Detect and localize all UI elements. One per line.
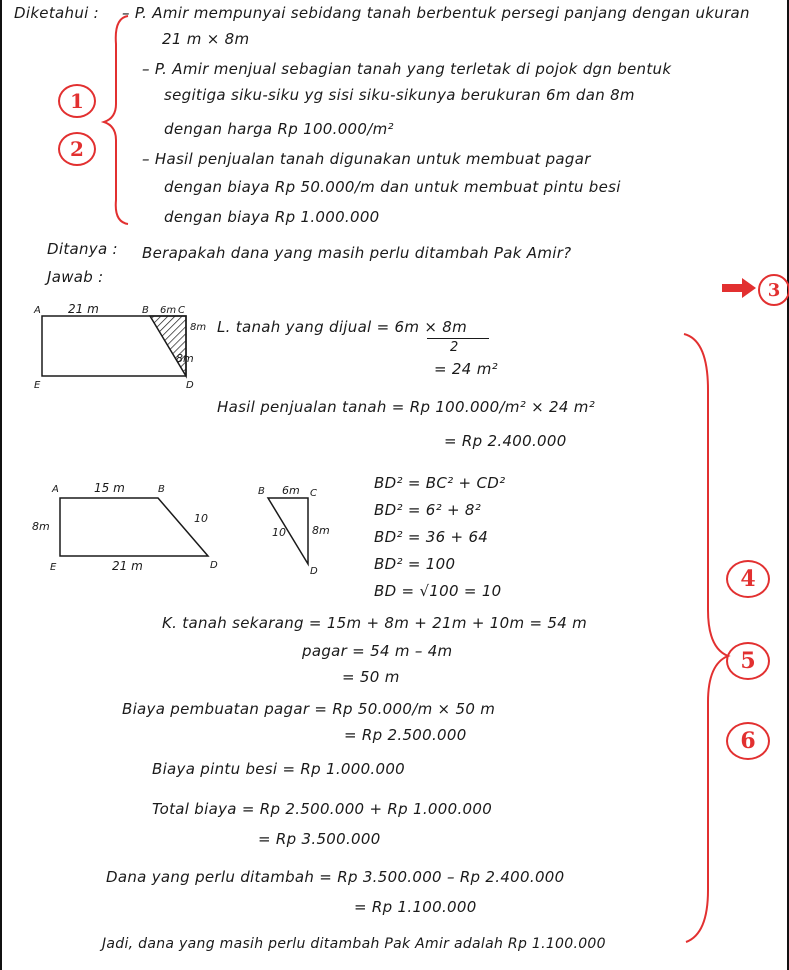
calc-fence-cost-2: = Rp 2.500.000 xyxy=(344,726,467,744)
fig1-vertex-d: D xyxy=(186,380,194,391)
fig3-vertex-b: B xyxy=(258,486,265,497)
fig1-dim-top: 21 m xyxy=(68,302,99,316)
fig3-vertex-d: D xyxy=(310,566,318,577)
fraction-bar xyxy=(427,338,489,339)
arrow-icon xyxy=(722,278,756,298)
known-line-3b: dengan biaya Rp 50.000/m dan untuk membu… xyxy=(164,178,621,196)
annotation-4: 4 xyxy=(726,560,770,598)
calc-total-1: Total biaya = Rp 2.500.000 + Rp 1.000.00… xyxy=(152,800,493,818)
conclusion: Jadi, dana yang masih perlu ditambah Pak… xyxy=(102,936,606,952)
fig2-vertex-d: D xyxy=(210,560,218,571)
annotation-3: 3 xyxy=(758,274,789,306)
calc-bd-4: BD² = 100 xyxy=(374,555,456,573)
fig1-dim-cd: 8m xyxy=(190,322,206,333)
fig3-dim-hyp: 10 xyxy=(272,526,286,539)
known-line-1b: 21 m × 8m xyxy=(162,30,250,48)
fig1-vertex-a: A xyxy=(33,305,41,316)
figure-triangle-bcd: B 6m C 10 8m D xyxy=(258,484,330,577)
calc-need-1: Dana yang perlu ditambah = Rp 3.500.000 … xyxy=(106,868,565,886)
known-label: Diketahui : xyxy=(14,4,100,22)
known-line-2: – P. Amir menjual sebagian tanah yang te… xyxy=(142,60,672,78)
calc-bd-1: BD² = BC² + CD² xyxy=(374,474,506,492)
calc-bd-5: BD = √100 = 10 xyxy=(374,582,502,600)
fig1-dim-side: 8m xyxy=(176,352,194,365)
calc-need-2: = Rp 1.100.000 xyxy=(354,898,477,916)
annotation-2: 2 xyxy=(58,132,96,166)
fig2-dim-bottom: 21 m xyxy=(112,559,143,572)
fig2-vertex-e: E xyxy=(50,562,57,572)
fig3-vertex-c: C xyxy=(310,488,317,499)
known-line-2c: dengan harga Rp 100.000/m² xyxy=(164,120,394,138)
question-label: Ditanya : xyxy=(47,240,118,258)
calc-total-2: = Rp 3.500.000 xyxy=(258,830,381,848)
calc-perimeter-2: pagar = 54 m – 4m xyxy=(302,642,453,660)
known-line-1: – P. Amir mempunyai sebidang tanah berbe… xyxy=(122,4,750,22)
fig1-vertex-b: B xyxy=(142,305,149,316)
calc-sale-line-2: = Rp 2.400.000 xyxy=(444,432,567,450)
fig1-vertex-e: E xyxy=(34,380,41,391)
calc-perimeter-3: = 50 m xyxy=(342,668,400,686)
annotation-1: 1 xyxy=(58,84,96,118)
fig2-dim-slant: 10 xyxy=(194,512,208,525)
calc-area-denominator: 2 xyxy=(450,340,459,355)
answer-label: Jawab : xyxy=(47,268,104,286)
figure-land-remaining: A 15 m B 10 8m E 21 m D xyxy=(32,481,218,572)
fig3-dim-top: 6m xyxy=(282,484,300,497)
question-text: Berapakah dana yang masih perlu ditambah… xyxy=(142,244,572,262)
calc-bd-2: BD² = 6² + 8² xyxy=(374,501,482,519)
figure-land-initial: A 21 m B 6m C 8m 8m E D xyxy=(33,302,206,391)
calc-area-line-2: = 24 m² xyxy=(434,360,498,378)
calc-sale-line-1: Hasil penjualan tanah = Rp 100.000/m² × … xyxy=(217,398,596,416)
annotation-5: 5 xyxy=(726,642,770,680)
known-line-2b: segitiga siku-siku yg sisi siku-sikunya … xyxy=(164,86,635,104)
fig3-dim-right: 8m xyxy=(312,524,330,537)
calc-perimeter-1: K. tanah sekarang = 15m + 8m + 21m + 10m… xyxy=(162,614,588,632)
fig2-dim-top: 15 m xyxy=(94,481,125,495)
calc-area-line-1: L. tanah yang dijual = 6m × 8m xyxy=(217,318,468,336)
solution-brace xyxy=(683,333,731,943)
known-line-3c: dengan biaya Rp 1.000.000 xyxy=(164,208,380,226)
known-line-3: – Hasil penjualan tanah digunakan untuk … xyxy=(142,150,591,168)
fig1-dim-bc: 6m xyxy=(160,305,176,316)
calc-door-cost: Biaya pintu besi = Rp 1.000.000 xyxy=(152,760,406,778)
fig2-dim-left: 8m xyxy=(32,520,50,533)
known-brace xyxy=(100,15,129,225)
annotation-6: 6 xyxy=(726,722,770,760)
calc-fence-cost-1: Biaya pembuatan pagar = Rp 50.000/m × 50… xyxy=(122,700,496,718)
fig2-vertex-a: A xyxy=(51,484,59,495)
fig2-vertex-b: B xyxy=(158,484,165,495)
calc-bd-3: BD² = 36 + 64 xyxy=(374,528,489,546)
fig1-vertex-c: C xyxy=(178,305,185,316)
